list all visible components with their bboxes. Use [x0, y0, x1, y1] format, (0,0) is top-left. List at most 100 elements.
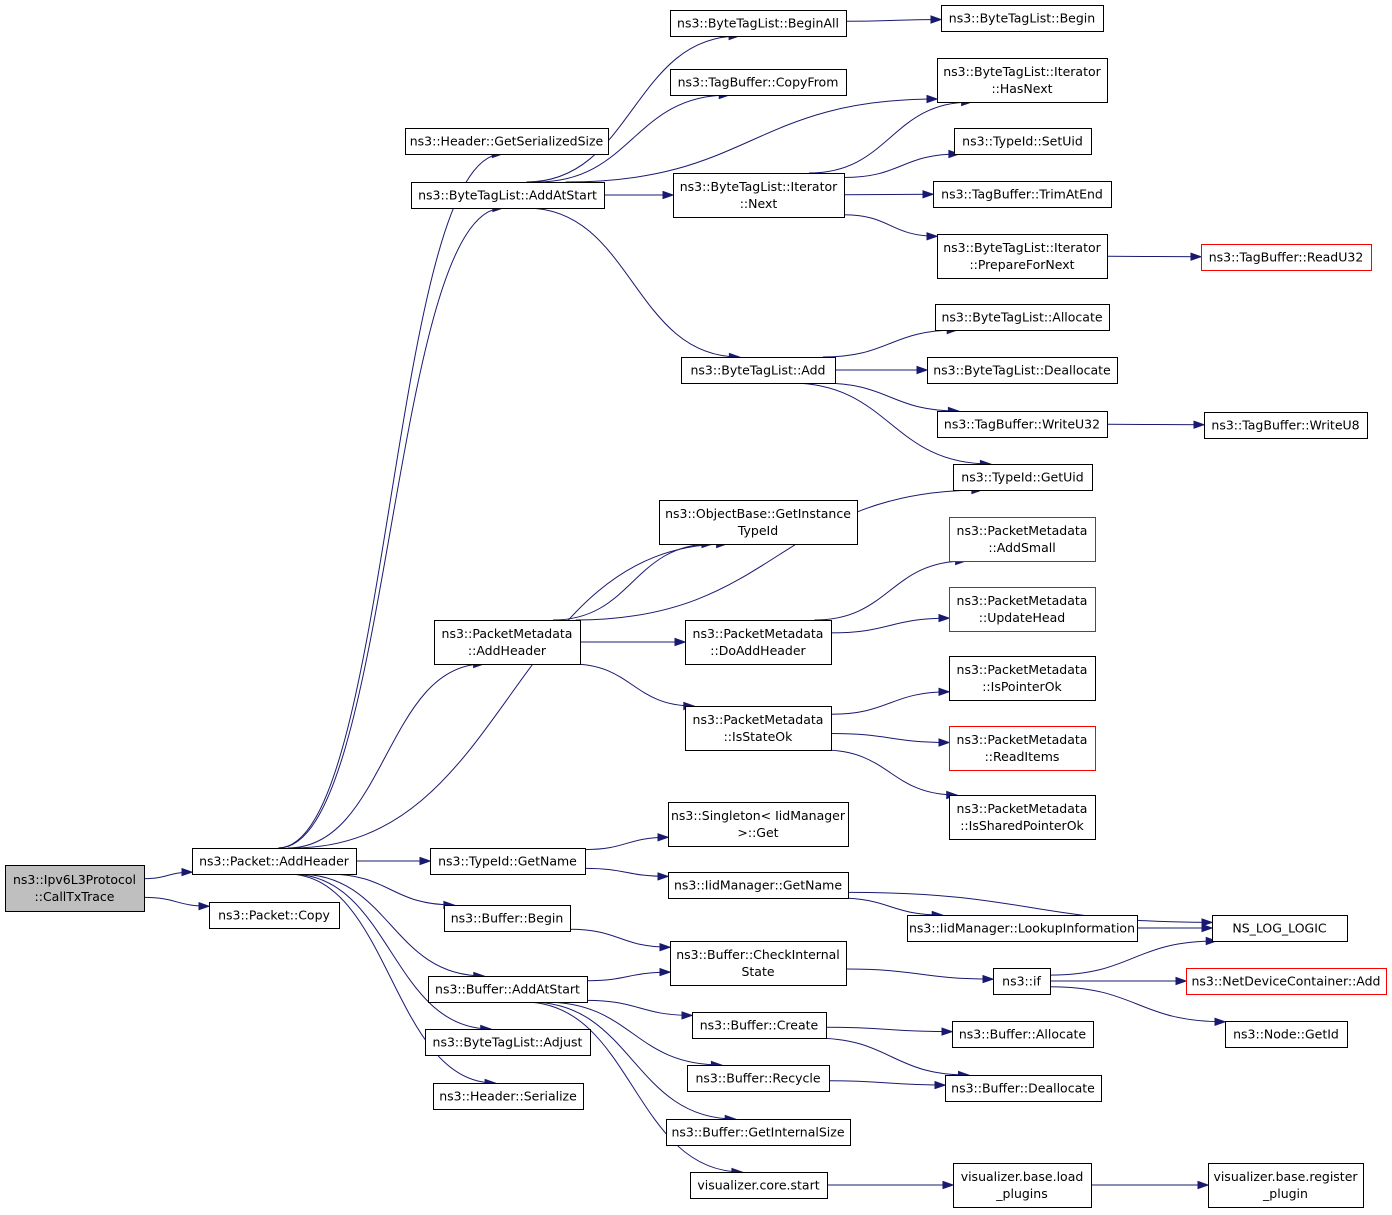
node-label: ns3::TypeId::GetName: [438, 854, 577, 869]
function-node-ns3-if[interactable]: ns3::if: [993, 968, 1051, 995]
node-box: [941, 5, 1104, 32]
function-node-buf-begin[interactable]: ns3::Buffer::Begin: [444, 905, 571, 932]
function-node-tid-setuid[interactable]: ns3::TypeId::SetUid: [954, 128, 1092, 155]
function-node-btl-beginall[interactable]: ns3::ByteTagList::BeginAll: [670, 10, 847, 37]
function-node-buf-allocate[interactable]: ns3::Buffer::Allocate: [952, 1021, 1094, 1048]
function-node-tb-copyfrom[interactable]: ns3::TagBuffer::CopyFrom: [670, 69, 847, 96]
node-label: ::IsStateOk: [724, 729, 794, 744]
function-node-hdr-getsersize[interactable]: ns3::Header::GetSerializedSize: [405, 128, 609, 155]
call-edge: [292, 543, 727, 849]
function-node-singleton-get[interactable]: ns3::Singleton< IidManager>::Get: [668, 802, 849, 847]
function-node-btl-begin[interactable]: ns3::ByteTagList::Begin: [941, 5, 1104, 32]
node-label: ns3::Buffer::Begin: [451, 911, 564, 926]
function-node-btl-it-prepare[interactable]: ns3::ByteTagList::Iterator::PrepareForNe…: [937, 234, 1108, 279]
node-label: ns3::TypeId::SetUid: [962, 134, 1083, 149]
call-edge: [584, 867, 669, 877]
function-node-buf-recycle[interactable]: ns3::Buffer::Recycle: [687, 1065, 830, 1092]
function-node-btl-add[interactable]: ns3::ByteTagList::Add: [681, 357, 836, 384]
function-node-pm-isstateok[interactable]: ns3::PacketMetadata::IsStateOk: [685, 706, 832, 751]
call-edge: [1049, 940, 1217, 976]
function-node-root[interactable]: ns3::Ipv6L3Protocol::CallTxTrace: [5, 865, 145, 912]
node-box: [428, 976, 588, 1003]
function-node-tid-getname[interactable]: ns3::TypeId::GetName: [430, 848, 586, 875]
call-edge: [790, 382, 991, 465]
function-node-viz-load-plugins[interactable]: visualizer.base.load_plugins: [953, 1163, 1092, 1208]
node-label: ns3::Packet::Copy: [218, 908, 330, 923]
function-node-tid-getuid[interactable]: ns3::TypeId::GetUid: [953, 464, 1093, 491]
call-edge: [808, 101, 972, 174]
call-edge: [830, 617, 950, 634]
function-node-pm-issharedptr[interactable]: ns3::PacketMetadata::IsSharedPointerOk: [949, 795, 1096, 840]
node-box: [685, 706, 832, 751]
function-node-ndc-add[interactable]: ns3::NetDeviceContainer::Add: [1186, 968, 1387, 995]
function-node-btl-deallocate[interactable]: ns3::ByteTagList::Deallocate: [927, 357, 1118, 384]
function-node-btl-addatstart[interactable]: ns3::ByteTagList::AddAtStart: [411, 182, 605, 209]
function-node-node-getid[interactable]: ns3::Node::GetId: [1225, 1021, 1348, 1048]
arrowhead: [930, 15, 943, 24]
node-label: visualizer.core.start: [697, 1178, 819, 1193]
function-node-btl-adjust[interactable]: ns3::ByteTagList::Adjust: [425, 1029, 591, 1056]
function-node-pm-doaddheader[interactable]: ns3::PacketMetadata::DoAddHeader: [685, 620, 832, 665]
node-box: [666, 1119, 851, 1146]
function-node-buf-deallocate[interactable]: ns3::Buffer::Deallocate: [945, 1075, 1102, 1102]
node-box: [993, 968, 1051, 995]
node-label: ns3::NetDeviceContainer::Add: [1192, 974, 1381, 989]
node-box: [434, 620, 581, 665]
function-node-pm-updatehead[interactable]: ns3::PacketMetadata::UpdateHead: [949, 587, 1096, 632]
function-node-ns-log-logic[interactable]: NS_LOG_LOGIC: [1212, 915, 1348, 942]
node-label: ::ReadItems: [985, 749, 1060, 764]
node-label: ns3::ByteTagList::Adjust: [433, 1035, 583, 1050]
function-node-pm-addsmall[interactable]: ns3::PacketMetadata::AddSmall: [949, 517, 1096, 562]
node-label: ns3::Buffer::GetInternalSize: [671, 1125, 844, 1140]
call-edge: [575, 489, 982, 621]
call-edge: [286, 873, 496, 1084]
function-node-pm-readitems[interactable]: ns3::PacketMetadata::ReadItems: [949, 726, 1096, 771]
function-node-tb-readu32[interactable]: ns3::TagBuffer::ReadU32: [1201, 244, 1372, 271]
function-node-buf-create[interactable]: ns3::Buffer::Create: [692, 1012, 827, 1039]
call-edge: [847, 891, 1213, 923]
node-box: [685, 620, 832, 665]
arrowhead: [681, 1011, 694, 1020]
function-node-viz-core-start[interactable]: visualizer.core.start: [690, 1172, 828, 1199]
function-node-btl-it-next[interactable]: ns3::ByteTagList::Iterator::Next: [673, 173, 845, 218]
arrowhead: [662, 190, 675, 200]
function-node-tb-writeu8[interactable]: ns3::TagBuffer::WriteU8: [1204, 412, 1368, 439]
call-edge: [830, 733, 950, 743]
node-label: NS_LOG_LOGIC: [1232, 921, 1327, 936]
node-box: [659, 500, 858, 545]
call-edge: [586, 971, 671, 982]
call-edge: [278, 153, 503, 849]
function-node-iid-lookup[interactable]: ns3::IidManager::LookupInformation: [907, 915, 1138, 942]
node-label: ns3::Buffer::Allocate: [959, 1027, 1087, 1042]
function-node-hdr-serialize[interactable]: ns3::Header::Serialize: [433, 1083, 584, 1110]
node-label: ns3::Ipv6L3Protocol: [13, 872, 136, 887]
function-node-pm-ispointerok[interactable]: ns3::PacketMetadata::IsPointerOk: [949, 656, 1096, 701]
function-node-buf-getinternalsize[interactable]: ns3::Buffer::GetInternalSize: [666, 1119, 851, 1146]
node-label: ns3::TagBuffer::TrimAtEnd: [941, 187, 1103, 202]
function-node-btl-allocate[interactable]: ns3::ByteTagList::Allocate: [935, 304, 1110, 331]
node-box: [670, 69, 847, 96]
node-box: [690, 1172, 828, 1199]
function-node-btl-it-hasnext[interactable]: ns3::ByteTagList::Iterator::HasNext: [937, 58, 1108, 103]
call-edge: [843, 153, 959, 178]
arrowhead: [1193, 420, 1206, 429]
function-node-tb-trimatend[interactable]: ns3::TagBuffer::TrimAtEnd: [933, 181, 1112, 208]
function-node-tb-writeu32[interactable]: ns3::TagBuffer::WriteU32: [937, 411, 1108, 438]
node-box: [953, 1163, 1092, 1208]
function-node-iid-getname[interactable]: ns3::IidManager::GetName: [668, 872, 849, 899]
node-box: [687, 1065, 830, 1092]
function-node-viz-register-plugin[interactable]: visualizer.base.register_plugin: [1208, 1163, 1364, 1208]
function-node-pm-addheader[interactable]: ns3::PacketMetadata::AddHeader: [434, 620, 581, 665]
function-node-pkt-copy[interactable]: ns3::Packet::Copy: [209, 902, 340, 929]
node-label: State: [741, 964, 774, 979]
node-label: ns3::Header::Serialize: [439, 1089, 577, 1104]
function-node-buf-addatstart[interactable]: ns3::Buffer::AddAtStart: [428, 976, 588, 1003]
node-box: [954, 128, 1092, 155]
function-node-pkt-addheader[interactable]: ns3::Packet::AddHeader: [192, 848, 357, 875]
node-label: ns3::PacketMetadata: [693, 712, 824, 727]
node-label: ::HasNext: [991, 81, 1052, 96]
node-box: [945, 1075, 1102, 1102]
arrowhead: [922, 190, 935, 199]
